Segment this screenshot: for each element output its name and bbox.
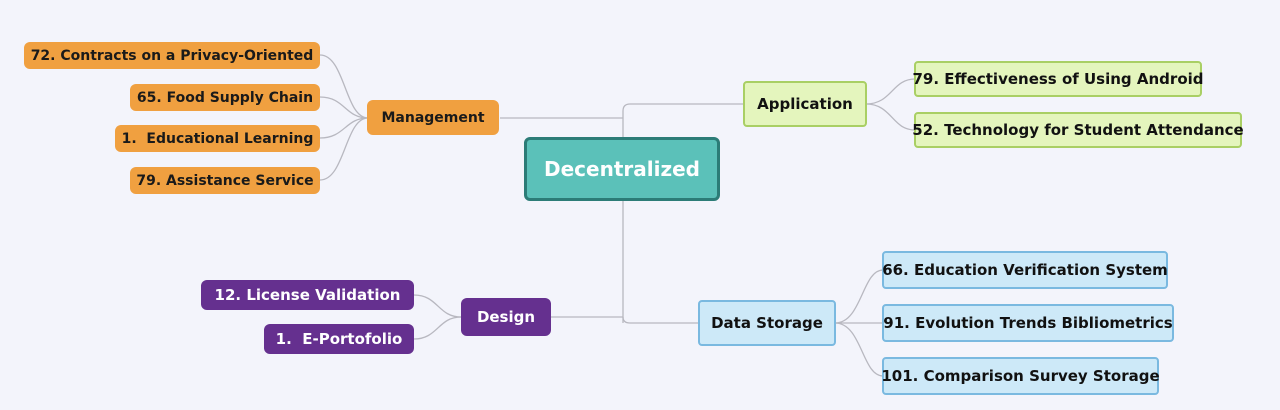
connector xyxy=(865,78,916,105)
application-child-student-attendance[interactable]: 52. Technology for Student Attendance xyxy=(912,112,1244,148)
management-child-contracts[interactable]: 72. Contracts on a Privacy-Oriented xyxy=(24,42,320,69)
data-storage-topic[interactable]: Data Storage xyxy=(698,300,836,346)
connector xyxy=(319,54,369,119)
central-topic[interactable]: Decentralized xyxy=(524,137,720,201)
management-child-educational-learning[interactable]: 1. Educational Learning xyxy=(115,125,320,152)
management-topic[interactable]: Management xyxy=(367,100,499,135)
connector xyxy=(319,96,369,119)
connector xyxy=(834,322,884,377)
connector xyxy=(413,316,462,340)
connector xyxy=(834,269,884,324)
application-child-android[interactable]: 79. Effectiveness of Using Android xyxy=(913,61,1204,97)
connector xyxy=(622,316,699,324)
connector xyxy=(622,103,744,118)
connector xyxy=(319,117,369,139)
design-child-license-validation[interactable]: 12. License Validation xyxy=(201,280,414,310)
application-topic[interactable]: Application xyxy=(743,81,867,127)
data-storage-child-comparison-survey[interactable]: 101. Comparison Survey Storage xyxy=(881,357,1160,395)
connector xyxy=(319,117,369,181)
data-storage-child-evolution-trends[interactable]: 91. Evolution Trends Bibliometrics xyxy=(882,304,1174,342)
design-child-e-portofolio[interactable]: 1. E-Portofolio xyxy=(264,324,414,354)
management-child-food-supply[interactable]: 65. Food Supply Chain xyxy=(130,84,320,111)
connector xyxy=(413,294,462,318)
management-child-assistance[interactable]: 79. Assistance Service xyxy=(130,167,320,194)
design-topic[interactable]: Design xyxy=(461,298,551,336)
connector xyxy=(865,103,916,131)
data-storage-child-education-verification[interactable]: 66. Education Verification System xyxy=(882,251,1168,289)
